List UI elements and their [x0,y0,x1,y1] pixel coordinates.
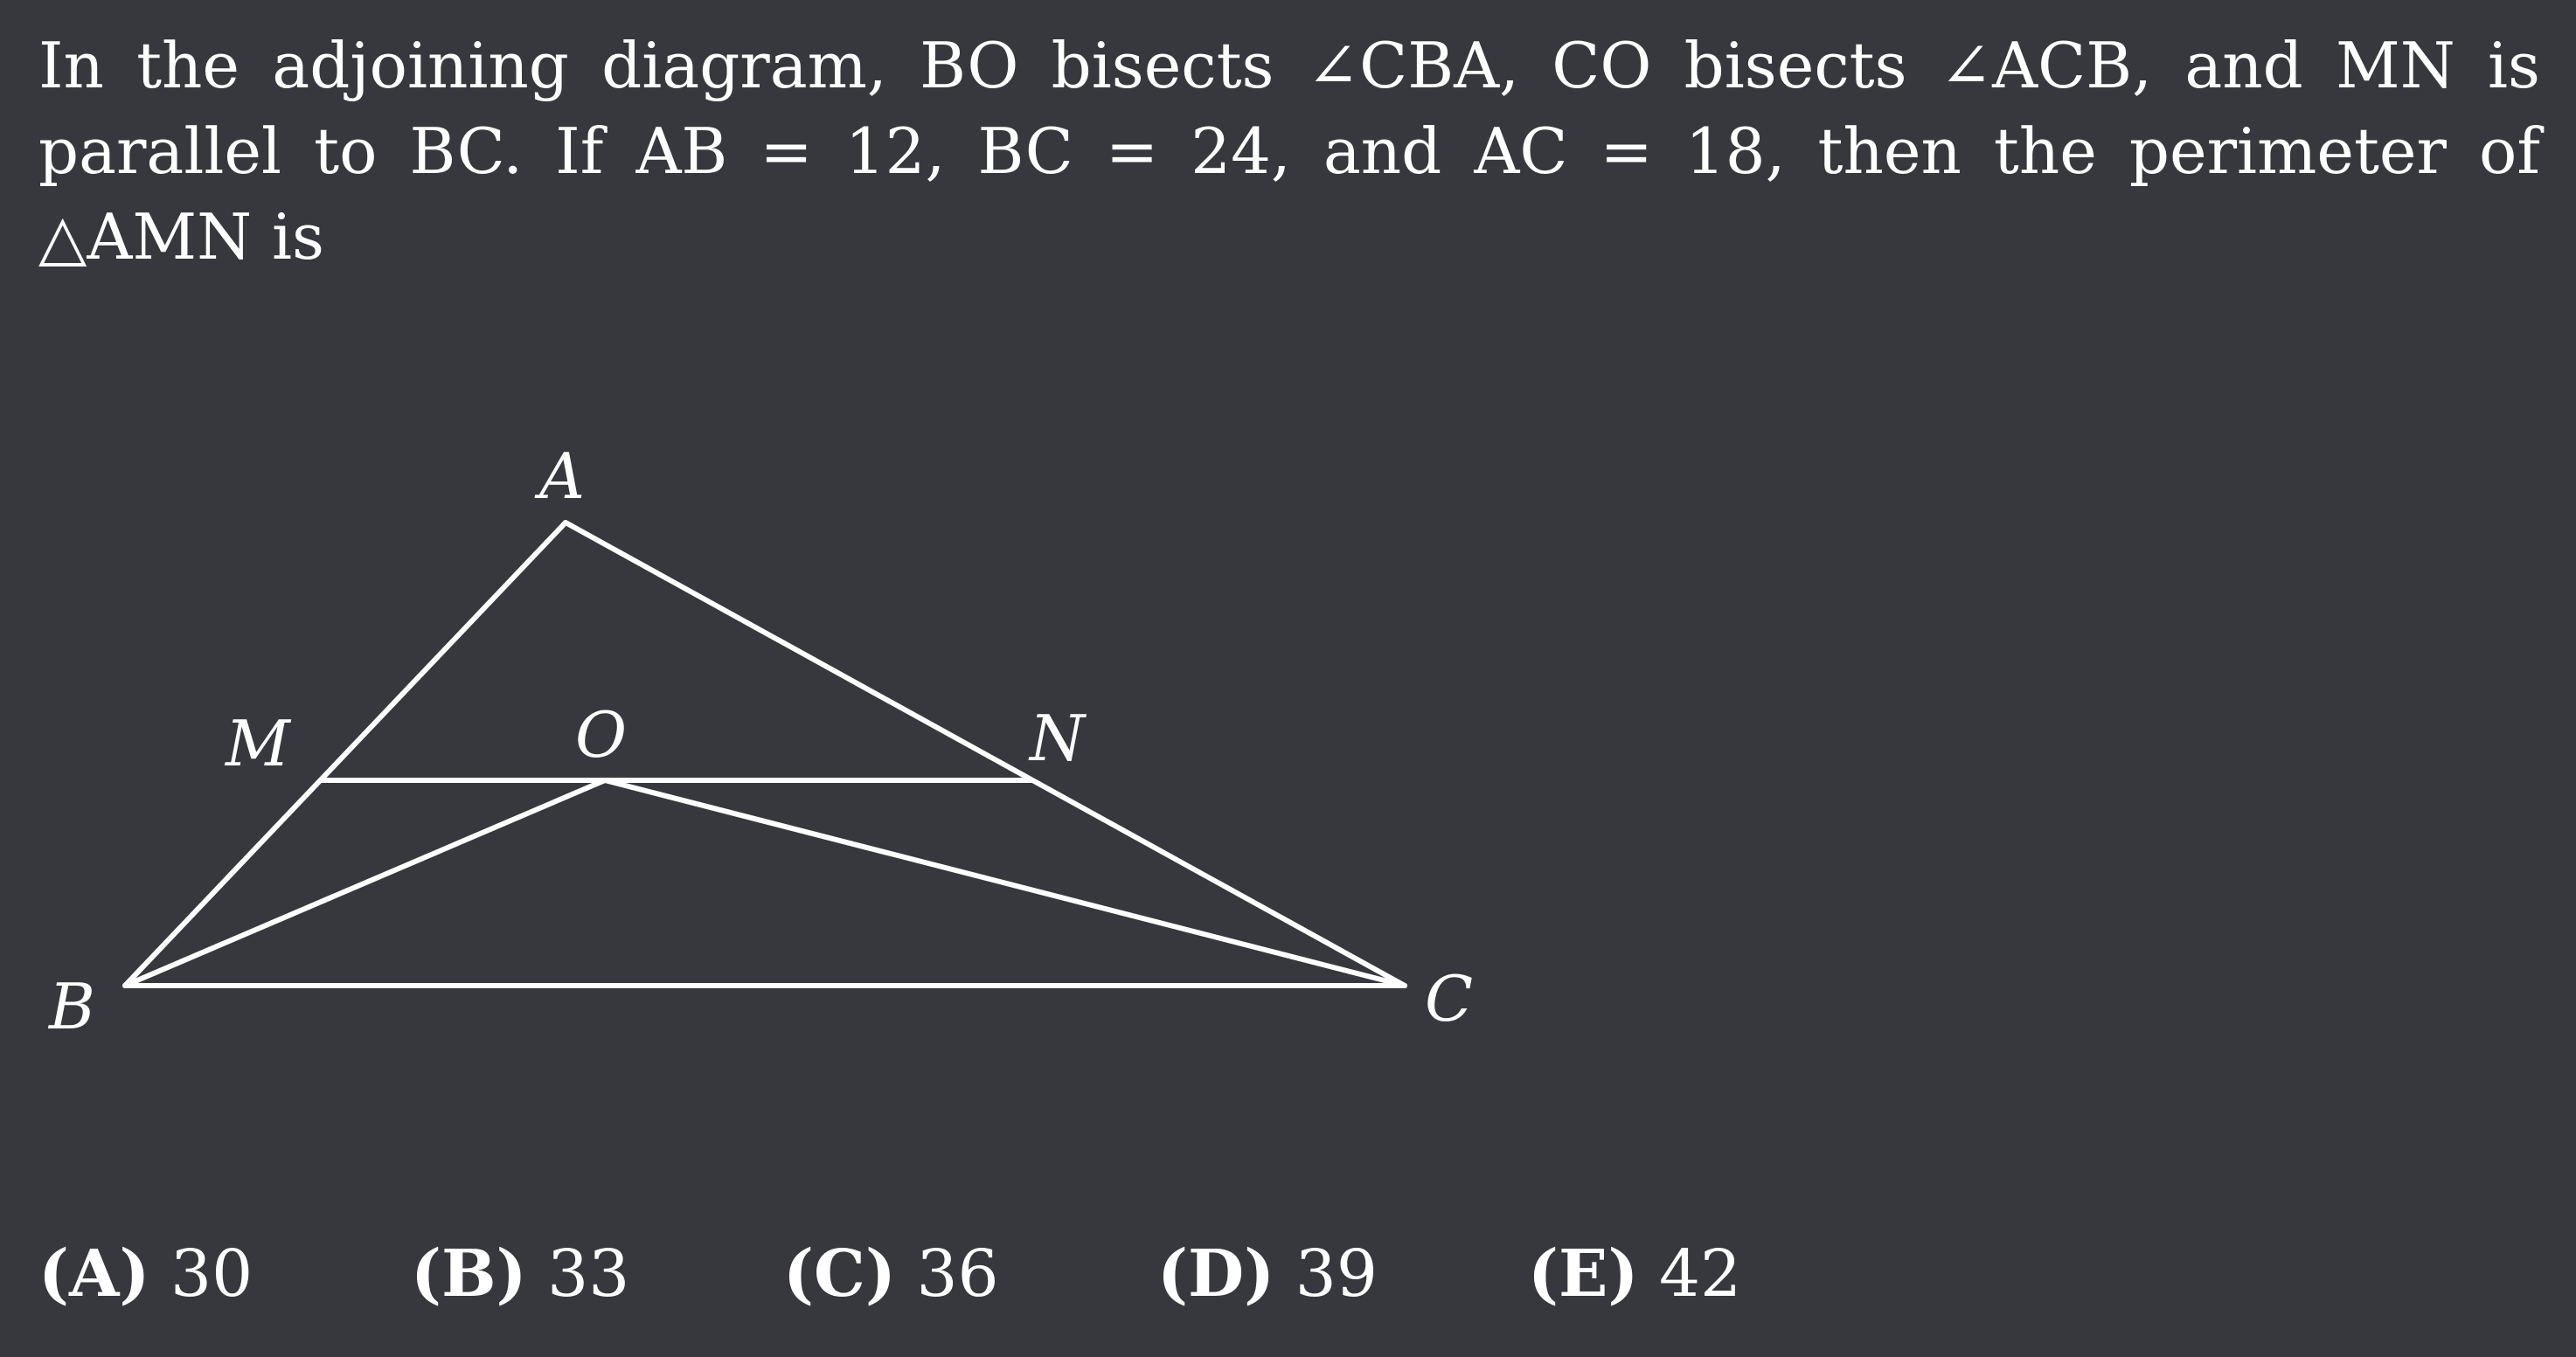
segment-co [602,778,1407,988]
segment-ac [563,520,1407,988]
choice-d-letter: (D) [1157,1236,1275,1312]
choice-a[interactable]: (A) 30 [38,1230,253,1318]
choice-c-letter: (C) [783,1236,896,1312]
segment-bo [122,778,608,988]
label-point-b: B [47,970,95,1043]
choice-d-value: 39 [1295,1236,1378,1312]
label-point-m: M [224,707,292,780]
label-point-n: N [1028,702,1087,775]
choice-e-letter: (E) [1528,1236,1639,1312]
segment-ab [122,520,568,988]
choice-c[interactable]: (C) 36 [783,1230,999,1318]
problem-statement: In the adjoining diagram, BO bisects ∠CB… [38,29,2540,273]
choice-e[interactable]: (E) 42 [1528,1230,1741,1318]
label-point-c: C [1425,962,1473,1035]
choice-e-value: 42 [1658,1236,1742,1312]
choice-a-value: 30 [170,1236,253,1312]
choice-b-letter: (B) [411,1236,527,1312]
choice-b[interactable]: (B) 33 [411,1230,629,1318]
choice-d[interactable]: (D) 39 [1157,1230,1378,1318]
label-point-a: A [534,440,585,513]
choice-c-value: 36 [916,1236,999,1312]
label-point-o: O [575,698,627,772]
choice-a-letter: (A) [38,1236,150,1312]
choice-b-value: 33 [547,1236,630,1312]
